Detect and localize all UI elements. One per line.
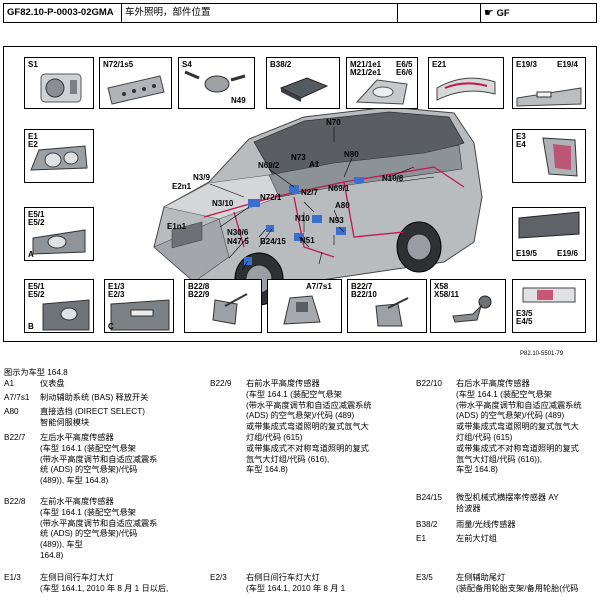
fog-lamp-icon xyxy=(32,229,86,255)
callout-n80: N80 xyxy=(344,150,359,159)
auxiliary-tail-lamp-icon xyxy=(522,287,576,303)
panel-n72-switch: N72/1s5 xyxy=(99,57,172,109)
callout-n51: N51 xyxy=(300,236,315,245)
panel-b22-8-9: B22/8 B22/9 xyxy=(184,279,262,333)
rear-light-icon xyxy=(518,211,580,239)
suv-body-icon xyxy=(153,106,483,306)
component-location-diagram: S1 N72/1s5 S4 N49 B38/2 M21/1e1 M21/2e1 xyxy=(3,46,597,342)
daytime-running-light-icon xyxy=(110,299,170,331)
callout-n93: N93 xyxy=(329,216,344,225)
level-sensor-icon xyxy=(375,297,409,327)
panel-b38-sensor: B38/2 xyxy=(266,57,340,109)
panel-m21-e6: M21/1e1 M21/2e1 E6/5 E6/6 xyxy=(346,57,418,109)
callout-n69-2: N69/2 xyxy=(258,161,280,170)
callout-n70: N70 xyxy=(326,118,341,127)
legend-item: B22/9 右前水平高度传感器 (车型 164.1 (装配空气悬架 (带水平高度… xyxy=(210,379,372,475)
callout-n47-5: N47-5 xyxy=(227,237,249,246)
callout-n2-7: N2/7 xyxy=(301,188,318,197)
license-plate-light-icon xyxy=(516,87,582,107)
callout-a1: A1 xyxy=(309,160,320,169)
brake-assist-switch-icon xyxy=(283,295,321,325)
panel-e1-3-c: E1/3 E2/3 C xyxy=(104,279,174,333)
legend-item: B24/15 微型机械式横摆率传感器 AY 拾波器 xyxy=(416,493,559,513)
callout-e1n1: E1n1 xyxy=(167,222,187,231)
callout-n69-1: N69/1 xyxy=(328,184,350,193)
panel-e1-e2-headlamp: E1 E2 xyxy=(24,129,94,183)
panel-e5-a: E5/1 E5/2 A xyxy=(24,207,94,261)
level-sensor-icon xyxy=(212,293,248,325)
legend-item: B38/2 雨量/光线传感器 xyxy=(416,520,516,529)
callout-n3-10: N3/10 xyxy=(212,199,234,208)
legend-item: B22/8 左前水平高度传感器 (车型 164.1 (装配空气悬架 (带水平高度… xyxy=(4,497,158,560)
legend-item: A80 直接选挡 (DIRECT SELECT) 智能伺服模块 xyxy=(4,407,145,427)
panel-e5-b: E5/1 E5/2 B xyxy=(24,279,94,333)
panel-s4-switch: S4 N49 xyxy=(178,57,255,109)
panel-x58: X58 X58/11 xyxy=(430,279,506,333)
callout-n73: N73 xyxy=(291,153,306,162)
light-switch-icon xyxy=(40,73,82,103)
callout-n3-9: N3/9 xyxy=(193,173,210,182)
panel-a7: A7/7s1 xyxy=(267,279,342,333)
panel-s1-switch: S1 xyxy=(24,57,94,109)
tail-lamp-icon xyxy=(542,137,578,177)
legend-item: B22/7 左后水平高度传感器 (车型 164.1 (装配空气悬架 (带水平高度… xyxy=(4,433,158,486)
document-code: GF82.10-P-0003-02GMA xyxy=(4,4,122,22)
combination-switch-icon xyxy=(184,70,246,93)
fog-lamp-icon xyxy=(42,299,90,331)
legend-item: E1 左前大灯组 xyxy=(416,534,497,543)
control-panel-icon xyxy=(107,75,165,105)
header-logo-cell: ☛ GF xyxy=(481,4,596,22)
panel-e19-3-4: E19/3 E19/4 xyxy=(512,57,586,109)
legend-item: B22/10 右后水平高度传感器 (车型 164.1 (装配空气悬架 (带水平高… xyxy=(416,379,582,475)
panel-e21: E21 xyxy=(428,57,504,109)
figure-code: P82.10-5501-79 xyxy=(520,351,564,357)
panel-e3-5: E3/5 E4/5 xyxy=(512,279,586,333)
headlamp-icon xyxy=(30,145,88,171)
trailer-hitch-icon xyxy=(452,295,492,323)
document-title: 车外照明，部件位置 xyxy=(122,4,398,22)
document-header: GF82.10-P-0003-02GMA 车外照明，部件位置 ☛ GF xyxy=(3,3,597,23)
legend-item: A1 仪表盘 xyxy=(4,379,65,388)
callout-leaders xyxy=(209,127,435,271)
callout-n30-6: N30/6 xyxy=(227,228,249,237)
third-brake-light-icon xyxy=(436,77,496,101)
panel-e3-e4-taillamp: E3 E4 xyxy=(512,129,586,183)
legend-item: E3/5 左侧辅助尾灯 (装配备用轮胎支架/备用轮胎(代码 xyxy=(416,573,579,593)
callout-n10-8: N10/8 xyxy=(382,174,404,183)
callout-n72-1: N72/1 xyxy=(260,193,282,202)
panel-e19-5-6: E19/5 E19/6 xyxy=(512,207,586,261)
legend-intro: 图示为车型 164.8 xyxy=(4,368,68,377)
panel-b22-7-10: B22/7 B22/10 xyxy=(347,279,427,333)
legend-item: A7/7s1 制动辅助系统 (BAS) 释放开关 xyxy=(4,393,149,402)
rain-light-sensor-icon xyxy=(279,77,329,102)
callout-n10: N10 xyxy=(295,214,310,223)
header-blank-cell xyxy=(398,4,481,22)
interior-light-icon xyxy=(355,79,408,105)
callout-e2n1: E2n1 xyxy=(172,182,192,191)
callout-a80: A80 xyxy=(335,201,350,210)
legend-item: E2/3 右侧日间行车灯大灯 (车型 164.1, 2010 年 8 月 1 xyxy=(210,573,346,593)
callout-b24-15: B24/15 xyxy=(260,237,286,246)
legend-item: E1/3 左侧日间行车灯大灯 (车型 164.1, 2010 年 8 月 1 日… xyxy=(4,573,169,593)
hand-pointer-icon: ☛ xyxy=(484,7,494,19)
logo-text: GF xyxy=(496,8,510,19)
